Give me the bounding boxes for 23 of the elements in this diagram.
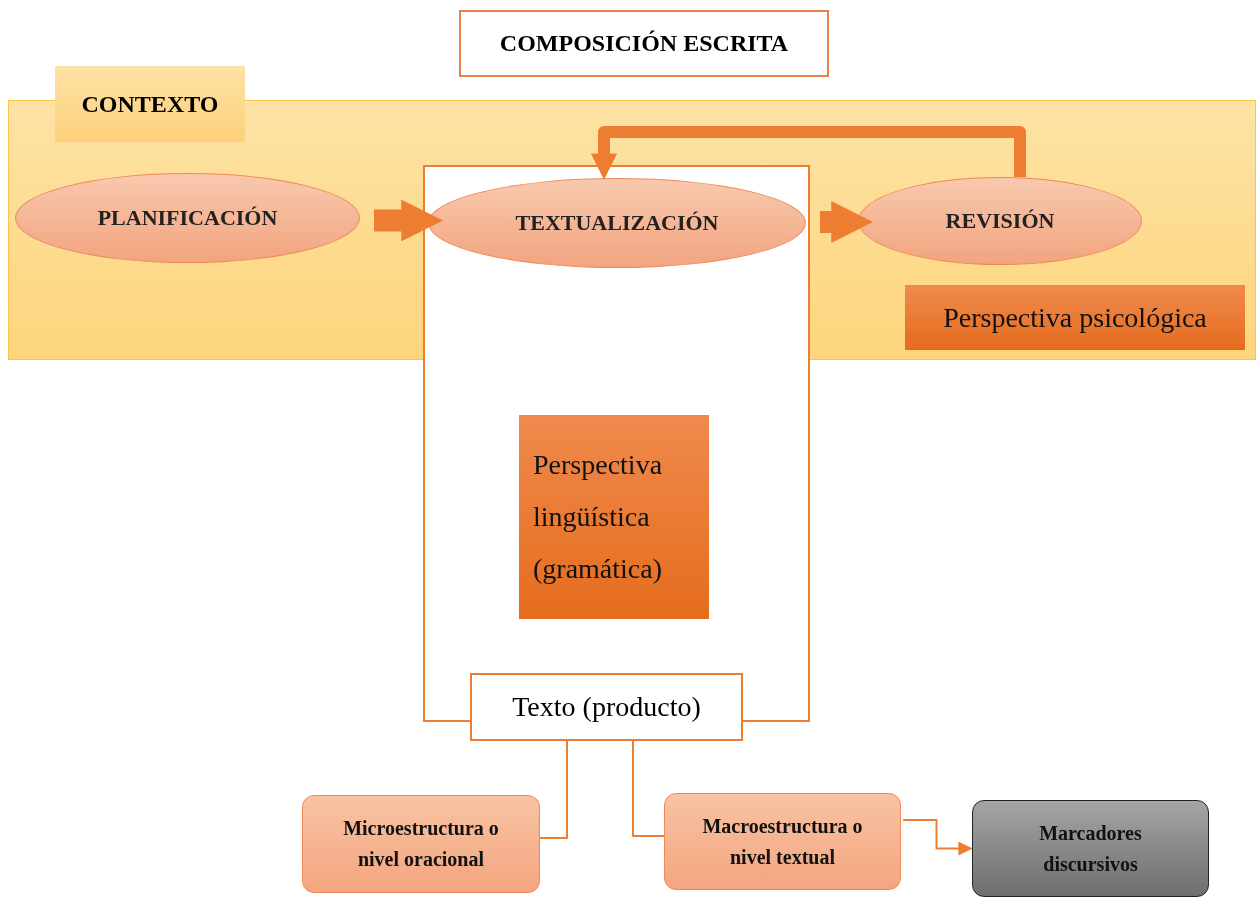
level-box	[664, 793, 901, 890]
context-heading: CONTEXTO	[55, 66, 245, 142]
marker-box	[972, 800, 1209, 897]
block-arrow	[820, 201, 874, 243]
connector-line	[539, 740, 568, 839]
level-box	[302, 795, 540, 893]
perspective-box	[905, 285, 1245, 350]
node-text: Texto (producto)	[511, 690, 702, 725]
node-text: Marcadores discursivos	[1038, 820, 1143, 877]
block-arrow	[374, 199, 444, 242]
process-label: REVISIÓN	[944, 206, 1056, 235]
arrow	[902, 819, 973, 856]
node-text: Perspectiva lingüística (gramática)	[532, 448, 664, 586]
node-text: Macroestructura o nivel textual	[701, 813, 864, 870]
process-label: PLANIFICACIÓN	[96, 203, 279, 232]
process-label: TEXTUALIZACIÓN	[514, 208, 720, 237]
product-box	[470, 673, 743, 741]
connector-line	[632, 740, 665, 837]
node-text: Microestructura o nivel oracional	[342, 816, 500, 872]
title-box	[459, 10, 829, 77]
node-text: Perspectiva psicológica	[942, 300, 1208, 335]
perspective-box	[519, 415, 709, 619]
node-text: COMPOSICIÓN ESCRITA	[498, 28, 790, 58]
